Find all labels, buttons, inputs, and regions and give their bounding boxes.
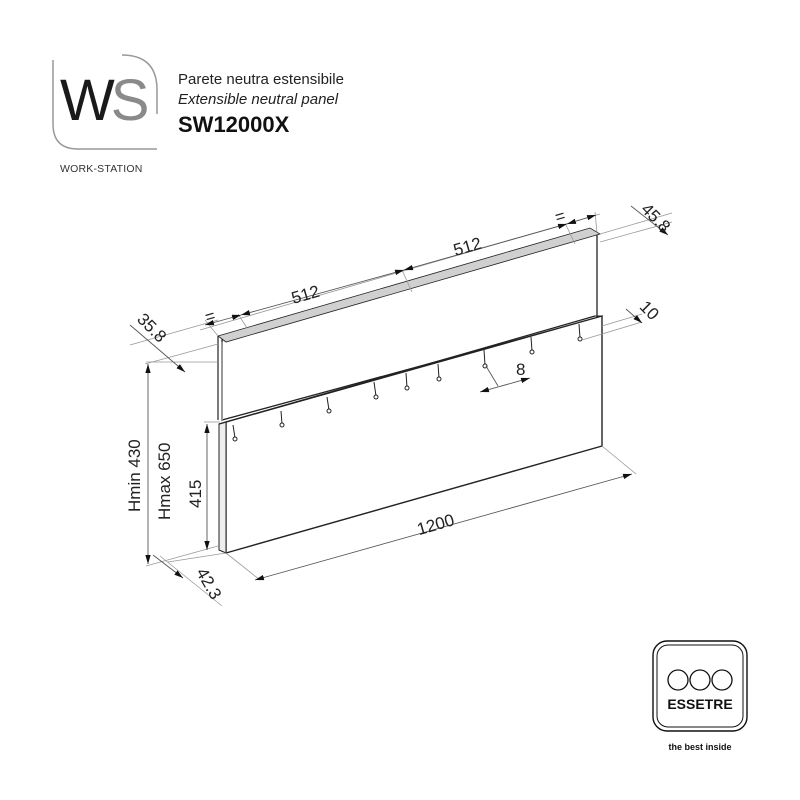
dim-total-width: 1200	[415, 510, 457, 539]
dim-hook-offset: 10	[636, 297, 663, 324]
product-code: SW12000X	[178, 112, 290, 137]
circle-icon	[667, 669, 689, 691]
dim-base-depth: 42.3	[192, 565, 225, 603]
product-name-english: Extensible neutral panel	[178, 91, 339, 108]
dim-depth-top: 45.8	[637, 199, 674, 236]
dim-hook-length: 8	[516, 360, 525, 379]
dim-depth-left: 35.8	[133, 309, 170, 346]
hook-row	[232, 323, 583, 442]
product-title-block: Parete neutra estensibile Extensible neu…	[178, 70, 344, 140]
dim-width-right: 512	[451, 234, 484, 260]
dim-height-max: Hmax 650	[155, 443, 174, 520]
ws-logo: WS	[60, 72, 149, 130]
dim-lower-height: 415	[186, 480, 205, 508]
manufacturer-tagline: the best inside	[668, 742, 732, 752]
dim-height-min: Hmin 430	[125, 439, 144, 512]
logo-letter-w: W	[60, 68, 115, 133]
product-name-italian: Parete neutra estensibile	[178, 71, 344, 88]
dim-width-left: 512	[289, 282, 322, 308]
circle-icon	[711, 669, 733, 691]
dimension-arrows	[129, 205, 669, 581]
dim-equal-right: =	[553, 206, 568, 227]
manufacturer-name: ESSETRE	[667, 696, 733, 712]
essetre-logo-frame	[652, 640, 748, 732]
circle-icon	[689, 669, 711, 691]
logo-letter-s: S	[110, 68, 150, 133]
brand-subtitle: WORK-STATION	[60, 163, 143, 175]
ws-logo-frame	[52, 54, 158, 150]
